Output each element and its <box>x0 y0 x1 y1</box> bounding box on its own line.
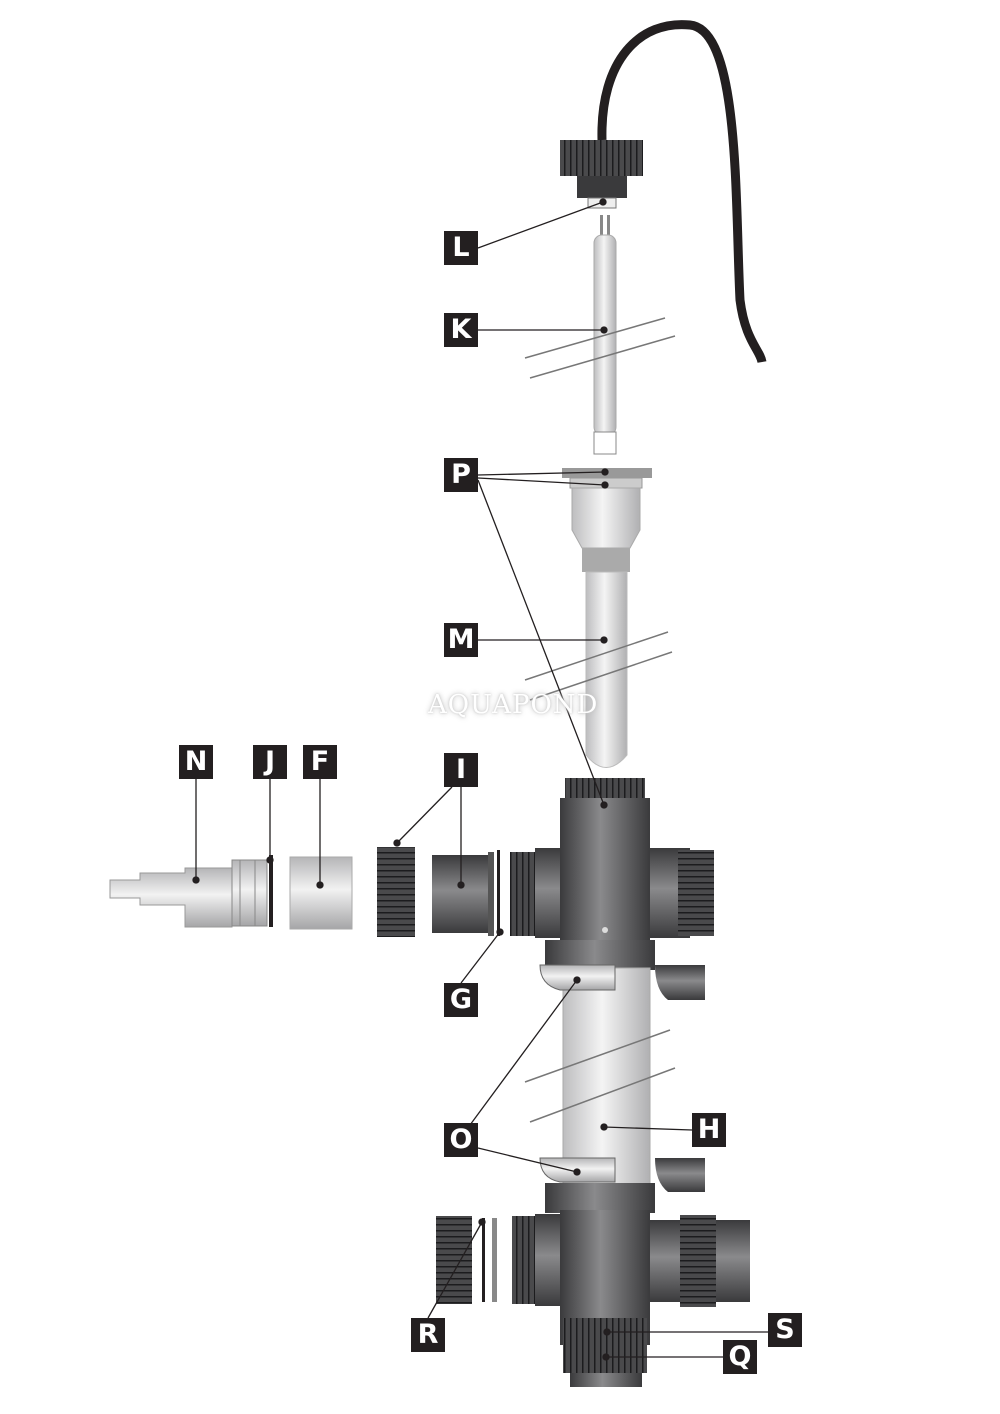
label-N: N <box>179 745 213 779</box>
label-H: H <box>692 1113 726 1147</box>
label-F: F <box>303 745 337 779</box>
o-ring-G <box>497 850 500 936</box>
label-L: L <box>444 231 478 265</box>
label-M: M <box>444 623 478 657</box>
label-K: K <box>444 313 478 347</box>
label-S: S <box>768 1313 802 1347</box>
quartz-sleeve <box>562 468 652 768</box>
label-O: O <box>444 1123 478 1157</box>
label-J: J <box>253 745 287 779</box>
hose-tail-N <box>109 859 268 928</box>
lower-housing <box>436 1183 750 1387</box>
clip-O-upper <box>539 964 705 1000</box>
label-R: R <box>411 1318 445 1352</box>
power-cable <box>597 20 767 364</box>
label-P: P <box>444 458 478 492</box>
upper-housing <box>510 778 714 970</box>
label-I: I <box>444 753 478 787</box>
leader-lines <box>192 198 768 1361</box>
lamp-cap <box>560 140 643 209</box>
aquapond-watermark: AQUAPOND <box>428 690 599 720</box>
adapter-F <box>289 856 353 930</box>
o-ring-J <box>269 855 273 927</box>
union-nut-I <box>377 847 415 937</box>
label-G: G <box>444 983 478 1017</box>
label-Q: Q <box>723 1340 757 1374</box>
housing-tube-H <box>562 967 651 1189</box>
